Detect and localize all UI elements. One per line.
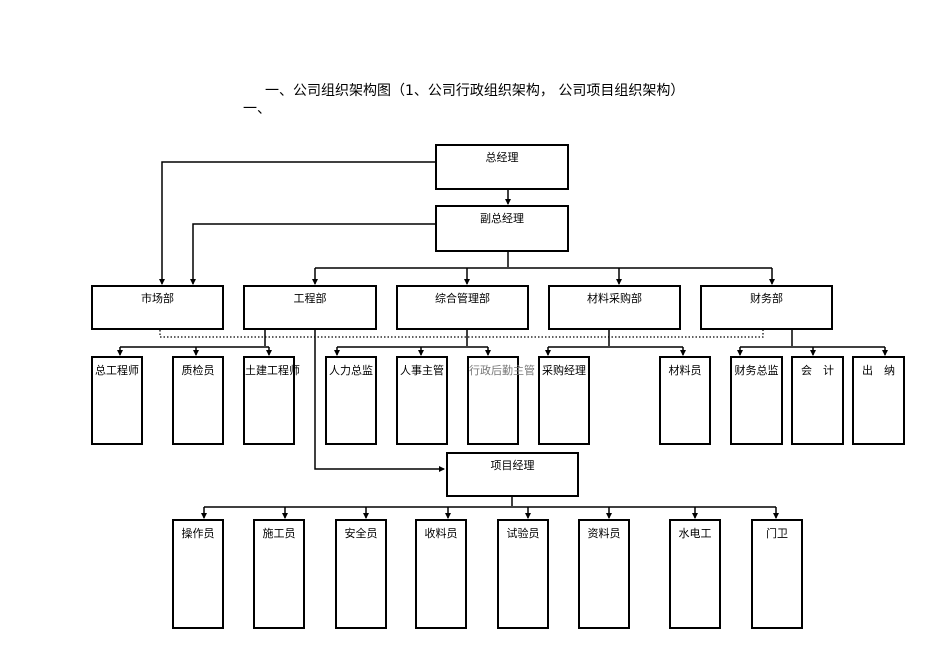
node-documentation-clerk: 资料员	[578, 519, 630, 629]
node-civil-engineer: 土建工程师	[243, 356, 300, 445]
node-hr-manager: 人事主管	[396, 356, 448, 445]
node-chief-engineer: 总工程师	[91, 356, 143, 445]
node-admin: 综合管理部	[396, 285, 529, 330]
node-cashier: 出 纳	[852, 356, 905, 445]
node-tester: 试验员	[497, 519, 549, 629]
node-quality: 质检员	[172, 356, 224, 445]
node-market: 市场部	[91, 285, 224, 330]
node-gatekeeper: 门卫	[751, 519, 803, 629]
node-procurement: 材料采购部	[548, 285, 681, 330]
node-receiving-clerk: 收料员	[415, 519, 467, 629]
page-title: 一、公司组织架构图（1、公司行政组织架构， 公司项目组织架构）	[265, 83, 685, 99]
connector-gm-market	[159, 161, 436, 285]
node-accountant: 会 计	[791, 356, 844, 445]
node-project-manager: 项目经理	[446, 452, 579, 497]
connector-vgm-market	[190, 223, 436, 285]
node-operator: 操作员	[172, 519, 224, 629]
node-gm: 总经理	[435, 144, 569, 190]
node-hr-director: 人力总监	[325, 356, 377, 445]
page-subtitle: 一、	[243, 101, 271, 117]
node-materials-clerk: 材料员	[659, 356, 711, 445]
node-engineering: 工程部	[243, 285, 377, 330]
node-finance: 财务部	[700, 285, 833, 330]
node-plumber-electrician: 水电工	[669, 519, 721, 629]
node-vgm: 副总经理	[435, 205, 569, 252]
node-finance-director: 财务总监	[730, 356, 783, 445]
node-logistics-manager: 行政后勤主管	[467, 356, 535, 445]
node-construction-worker: 施工员	[253, 519, 305, 629]
node-purchasing-manager: 采购经理	[538, 356, 590, 445]
dotted-dept-link	[159, 330, 764, 338]
node-safety-officer: 安全员	[335, 519, 387, 629]
connector-engineering-project-manager	[314, 330, 445, 472]
